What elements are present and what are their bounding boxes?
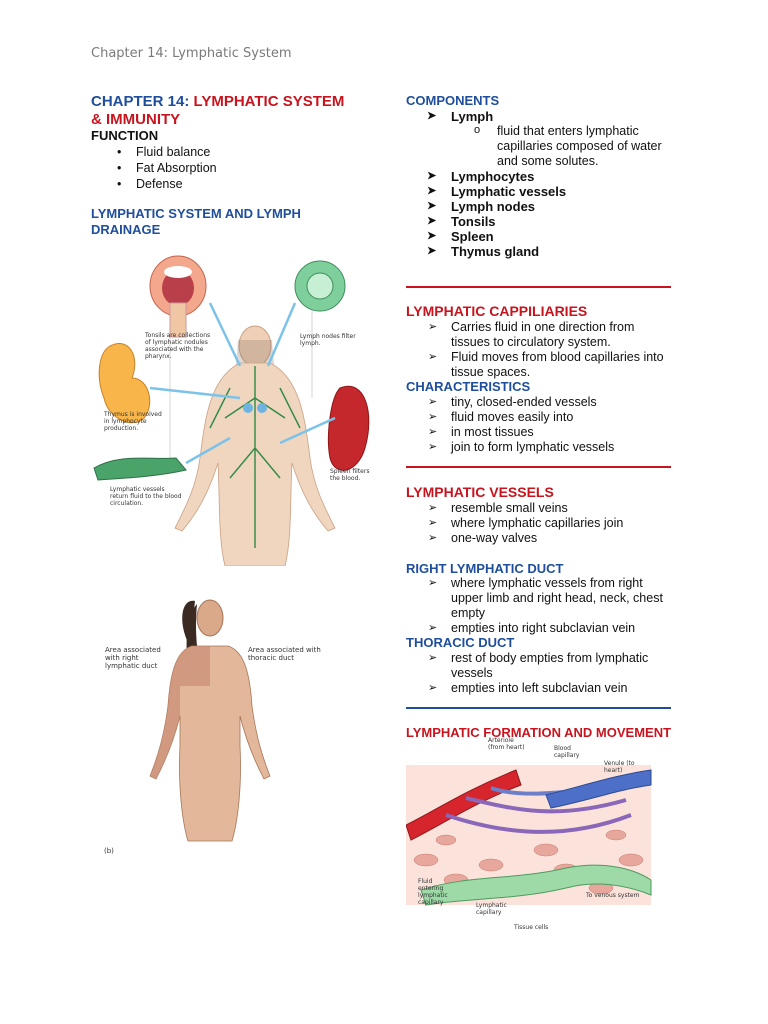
list-item: Lymphatic vessels xyxy=(406,184,706,199)
list-item: Lymphocytes xyxy=(406,169,706,184)
list-item: fluid moves easily into xyxy=(406,410,706,425)
lymphatic-capillary-label: Lymphatic capillary xyxy=(476,902,507,916)
list-item: Defense xyxy=(91,176,351,192)
list-item: tiny, closed-ended vessels xyxy=(406,395,706,410)
right-duct-area-label: Area associated with right lymphatic duc… xyxy=(105,646,161,670)
lymphatic-system-figure: Tonsils are collections of lymphatic nod… xyxy=(90,248,375,567)
list-item: Tonsils xyxy=(406,214,706,229)
drainage-areas-figure: Area associated with right lymphatic duc… xyxy=(100,586,321,856)
list-item-line: empty xyxy=(451,606,486,620)
lymph-nodes-caption: Lymph nodes filter lymph. xyxy=(300,333,356,347)
list-item: empties into right subclavian vein xyxy=(406,621,706,636)
list-item-line: tissues to circulatory system. xyxy=(451,335,611,349)
drainage-heading-line-1: LYMPHATIC SYSTEM AND LYMPH xyxy=(91,206,301,221)
components-heading: COMPONENTS xyxy=(406,93,500,108)
list-item: Lymph nodes xyxy=(406,199,706,214)
drainage-heading-line-2: DRAINAGE xyxy=(91,222,161,237)
list-item: resemble small veins xyxy=(406,501,706,516)
list-item-line: tissue spaces. xyxy=(451,365,531,379)
lymph-desc-line: capillaries composed of water xyxy=(497,139,662,153)
section-divider xyxy=(406,286,671,288)
drainage-heading: LYMPHATIC SYSTEM AND LYMPH DRAINAGE xyxy=(91,206,301,238)
list-item: where lymphatic vessels from right upper… xyxy=(406,576,706,621)
section-divider xyxy=(406,466,671,468)
venule-label: Venule (to heart) xyxy=(604,760,635,774)
capillaries-heading: LYMPHATIC CAPPILIARIES xyxy=(406,303,588,319)
lymphatic-body-illustration xyxy=(93,255,370,567)
spleen-caption: Spleen filters the blood. xyxy=(330,468,370,482)
list-item: Thymus gland xyxy=(406,244,706,259)
tissue-cells-label: Tissue cells xyxy=(514,924,549,931)
thoracic-duct-heading: THORACIC DUCT xyxy=(406,635,515,650)
running-header: Chapter 14: Lymphatic System xyxy=(91,46,292,61)
characteristics-list: tiny, closed-ended vessels fluid moves e… xyxy=(406,395,706,455)
vessels-list: resemble small veins where lymphatic cap… xyxy=(406,501,706,546)
capillaries-list: Carries fluid in one direction from tiss… xyxy=(406,320,706,380)
list-item: in most tissues xyxy=(406,425,706,440)
right-duct-heading: RIGHT LYMPHATIC DUCT xyxy=(406,561,564,576)
thoracic-duct-area-label: Area associated with thoracic duct xyxy=(248,646,321,662)
vessels-heading: LYMPHATIC VESSELS xyxy=(406,484,554,500)
function-list: Fluid balance Fat Absorption Defense xyxy=(91,144,351,192)
list-item: where lymphatic capillaries join xyxy=(406,516,706,531)
list-item: Spleen xyxy=(406,229,706,244)
tonsils-caption: Tonsils are collections of lymphatic nod… xyxy=(145,332,211,360)
capillary-bed-illustration xyxy=(405,765,652,906)
list-item-line: upper limb and right head, neck, chest xyxy=(451,591,663,605)
lymph-desc-line: and some solutes. xyxy=(497,154,599,168)
venous-system-label: To venous system xyxy=(586,892,640,899)
panel-label: (b) xyxy=(104,847,114,855)
thymus-caption: Thymus is involved in lymphocyte product… xyxy=(104,411,162,432)
formation-heading: LYMPHATIC FORMATION AND MOVEMENT xyxy=(406,725,672,740)
lymph-desc-line: fluid that enters lymphatic xyxy=(497,124,639,138)
list-item: one-way valves xyxy=(406,531,706,546)
list-item: rest of body empties from lymphatic vess… xyxy=(406,651,706,681)
section-divider xyxy=(406,707,671,709)
list-item: Fat Absorption xyxy=(91,160,351,176)
chapter-title: CHAPTER 14: LYMPHATIC SYSTEM & IMMUNITY xyxy=(91,93,371,129)
right-duct-list: where lymphatic vessels from right upper… xyxy=(406,576,706,636)
lymph-formation-figure: Arteriole (from heart) Blood capillary V… xyxy=(405,737,656,935)
list-item: Lymph xyxy=(406,109,706,124)
list-item-line: Carries fluid in one direction from xyxy=(451,320,635,334)
list-item: Carries fluid in one direction from tiss… xyxy=(406,320,706,350)
chapter-title-line-2: & IMMUNITY xyxy=(91,111,181,128)
blood-capillary-label: Blood capillary xyxy=(554,745,580,759)
arteriole-label: Arteriole (from heart) xyxy=(488,737,525,751)
list-item-line: where lymphatic vessels from right xyxy=(451,576,643,590)
chapter-title-line-1: LYMPHATIC SYSTEM xyxy=(193,93,345,110)
list-item-line: Fluid moves from blood capillaries into xyxy=(451,350,664,364)
fluid-entering-label: Fluid entering lymphatic capillary xyxy=(418,878,448,906)
list-item: Fluid moves from blood capillaries into … xyxy=(406,350,706,380)
drainage-body-illustration xyxy=(149,599,271,842)
components-list: Lymph fluid that enters lymphatic capill… xyxy=(406,109,706,259)
list-item-line: rest of body empties from lymphatic xyxy=(451,651,649,665)
list-item: join to form lymphatic vessels xyxy=(406,440,706,455)
list-item-line: vessels xyxy=(451,666,493,680)
thoracic-duct-list: rest of body empties from lymphatic vess… xyxy=(406,651,706,696)
function-heading: FUNCTION xyxy=(91,128,159,143)
chapter-prefix: CHAPTER 14: xyxy=(91,93,194,110)
list-item: Fluid balance xyxy=(91,144,351,160)
vessels-caption: Lymphatic vessels return fluid to the bl… xyxy=(110,486,182,507)
characteristics-heading: CHARACTERISTICS xyxy=(406,379,531,394)
lymph-description: fluid that enters lymphatic capillaries … xyxy=(406,123,706,169)
list-item: empties into left subclavian vein xyxy=(406,681,706,696)
